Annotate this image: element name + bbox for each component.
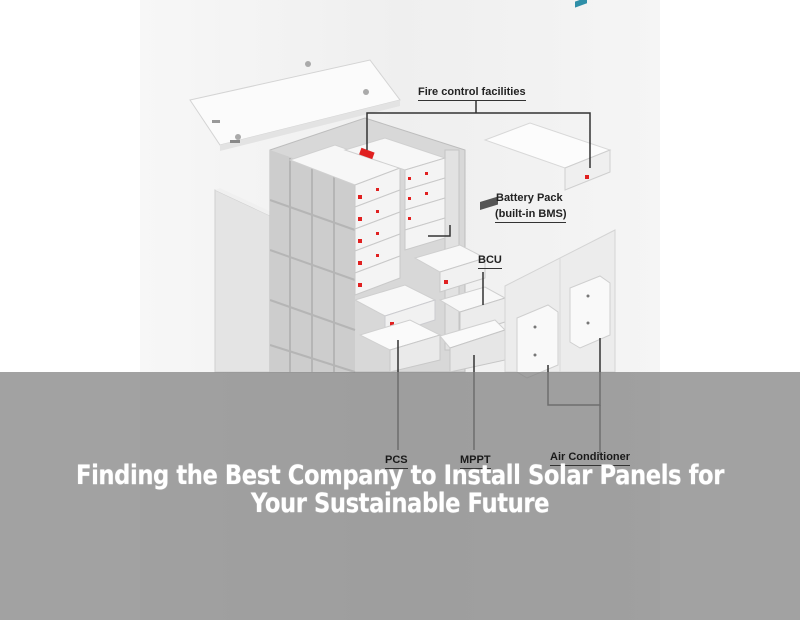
article-title-line-2: Your Sustainable Future — [250, 488, 550, 519]
air-conditioner-door — [504, 229, 616, 379]
article-title-line-1: Finding the Best Company to Install Sola… — [76, 460, 724, 491]
label-mppt: MPPT — [460, 454, 491, 469]
product-illustration-background: Fire control facilities Battery Pack (bu… — [140, 0, 660, 620]
label-pcs: PCS — [385, 454, 408, 469]
article-title: Finding the Best Company to Install Sola… — [64, 462, 736, 518]
bcu-display — [480, 196, 498, 211]
fire-control-tray — [483, 0, 612, 191]
cabinet-lid — [189, 59, 401, 151]
energy-storage-cabinet-illustration — [189, 0, 616, 455]
battery-stack-right — [343, 137, 507, 373]
fire-control-unit — [359, 147, 375, 160]
title-overlay-band — [0, 372, 800, 620]
battery-stack-left — [288, 144, 442, 373]
label-air-conditioner: Air Conditioner — [550, 451, 631, 466]
label-built-in-bms: (built-in BMS) — [495, 208, 567, 223]
label-bcu: BCU — [478, 254, 502, 269]
label-fire-control-facilities: Fire control facilities — [418, 86, 526, 101]
label-battery-pack: Battery Pack — [496, 192, 563, 204]
